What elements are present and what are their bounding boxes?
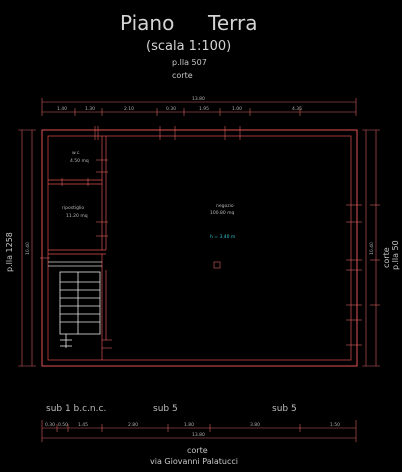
dim-top-seg-5: 1.95 (199, 106, 209, 112)
room-ripostiglio-name: ripostiglio (62, 205, 84, 211)
label-top-corte: corte (172, 71, 193, 80)
label-left-particella: p.lla 1258 (5, 232, 14, 272)
room-main-name: negozio (216, 203, 234, 209)
dim-top-seg-6: 1.00 (232, 106, 242, 112)
room-main-area: 100.80 mq (210, 210, 235, 216)
window-marks-right (346, 204, 362, 346)
side-dimensions (18, 129, 380, 367)
dim-right-total: 10.40 (369, 242, 375, 255)
label-bottom-corte: corte (187, 446, 208, 455)
room-wc-area: 4.50 mq (70, 158, 89, 164)
bottom-dimensions: 0.30 0.50 1.45 2.80 1.80 3.80 1.50 13.80 (41, 420, 357, 442)
interior-partitions (40, 136, 107, 360)
dim-bottom-seg-6: 3.80 (250, 422, 260, 428)
label-sub-left: sub 1 b.c.n.c. (46, 404, 106, 414)
window-marks-top (94, 126, 241, 140)
title-terra: Terra (207, 11, 257, 35)
room-main-height: h = 3.40 m (210, 234, 235, 240)
outer-walls (41, 129, 358, 367)
label-top-particella: p.lla 507 (172, 58, 207, 67)
door-marks (61, 159, 221, 349)
dim-bottom-seg-2: 0.50 (58, 422, 68, 428)
label-sub-mid: sub 5 (153, 404, 178, 414)
dim-top-seg-4: 0.30 (166, 106, 176, 112)
dim-top-seg-3: 2.10 (124, 106, 134, 112)
top-dimensions: 13.80 1.40 1.30 2.10 0.30 1.95 1.00 4.35 (41, 96, 357, 116)
dim-top-seg-2: 1.30 (85, 106, 95, 112)
staircase (59, 271, 101, 348)
dim-bottom-seg-4: 2.80 (128, 422, 138, 428)
dim-bottom-seg-7: 1.50 (330, 422, 340, 428)
label-street: via Giovanni Palatucci (150, 457, 238, 466)
dim-top-seg-1: 1.40 (57, 106, 67, 112)
dim-bottom-total: 13.80 (192, 432, 205, 438)
title-piano: Piano (120, 11, 174, 35)
label-sub-right: sub 5 (272, 404, 297, 414)
label-right-particella: p.lla 50 (391, 240, 400, 270)
dim-left-total: 10.40 (25, 242, 31, 255)
room-wc-name: w.c. (72, 151, 81, 156)
dim-bottom-seg-1: 0.30 (45, 422, 55, 428)
label-right-corte: corte (382, 247, 391, 268)
title-scale: (scala 1:100) (146, 39, 231, 54)
room-ripostiglio-area: 11.20 mq (66, 213, 88, 219)
dim-top-seg-7: 4.35 (292, 106, 302, 112)
dim-bottom-seg-3: 1.45 (78, 422, 88, 428)
dim-bottom-seg-5: 1.80 (184, 422, 194, 428)
dim-top-total: 13.80 (192, 96, 205, 102)
